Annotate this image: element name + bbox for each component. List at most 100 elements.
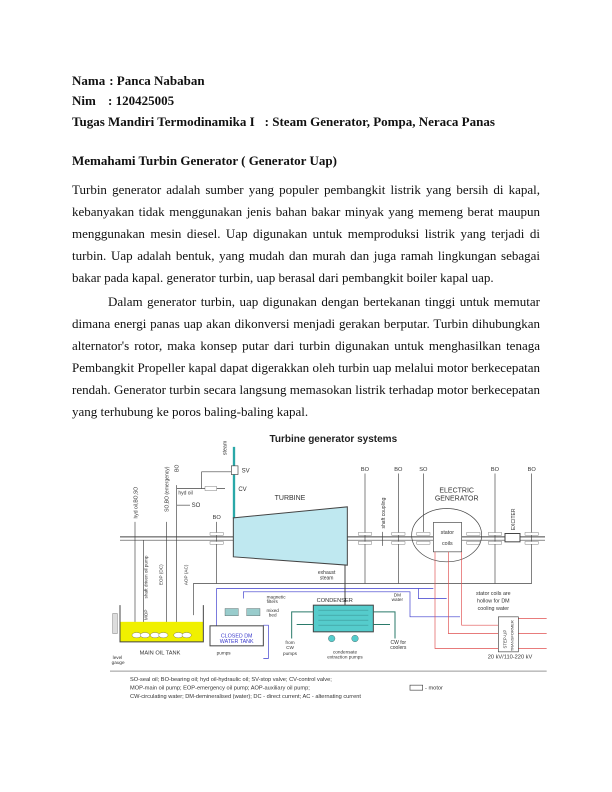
legend-line: CW-circulating water; DM-demineralised (… [130,694,361,700]
oil-pumps [131,632,192,639]
bo-label: BO [213,515,222,521]
bo-label: BO [491,467,500,473]
from-cw-label-2: CW [286,645,294,650]
hyd-bo-so-label: hyd oil,BO,SO [133,487,139,519]
mixed-bed-label: mixed [266,608,279,613]
stator-note-3: cooling water [478,606,510,612]
dm-water-lines [216,588,460,659]
electric-lines [434,551,547,649]
emergency-label: SO,BO (emergency) [164,466,170,512]
exciter-label: EXCITER [511,508,517,530]
voltage-label: 20 kV/110-220 kV [488,655,533,661]
condenser [312,604,374,633]
condenser-label: CONDENSER [317,598,353,604]
mop-label: MOP [143,610,148,621]
main-oil-tank [119,605,204,643]
task-value: : Steam Generator, Pompa, Neraca Panas [264,114,495,129]
nim-label: Nim [72,93,96,108]
motor-icon [409,684,423,691]
stator-note-2: hollow for DM [477,599,510,605]
generator-label: ELECTRIC [439,488,474,495]
mixed-bed-1 [224,608,239,617]
task-line: Tugas Mandiri Termodinamika I : Steam Gen… [72,114,540,130]
main-oil-tank-oil [120,621,204,642]
bo-label: BO [174,464,180,471]
level-label: level [113,655,123,660]
stator-note: stator coils are [476,591,511,597]
paragraph-line: Dalam generator turbin, uap digunakan de… [108,294,540,309]
paragraph-line: rendah. Generator turbin secara langsung… [72,382,540,397]
paragraph-line: alternator's rotor, maka konsep putar da… [72,338,540,353]
stator-coils [433,522,462,553]
extraction-pumps-label: extraction pumps [327,655,363,660]
electric-generator [411,508,482,563]
bearing-lines [193,473,532,616]
task-label: Tugas Mandiri Termodinamika I [72,114,255,129]
nim-value: : 120425005 [108,93,175,108]
eop-label: EOP (DC) [158,564,163,585]
steam-label: steam [223,440,229,455]
stator-label: stator [441,530,455,536]
bo-label: BO [528,467,537,473]
shaft-pump-label: shaft driven oil pump [143,555,148,598]
step-up-label: STEP-UP [503,630,508,649]
condensate-pump [328,635,336,642]
condensate-pump [351,635,359,642]
turbine-generator-diagram: Turbine generator systems steam SV CV hy… [110,434,547,700]
from-cw-label-3: pumps [283,651,298,656]
cw-coolers-label-2: coolers [390,645,407,651]
so-label: SO [192,503,201,509]
coils-label: coils [442,541,453,547]
exhaust-steam-label: steam [320,576,334,582]
from-cw-label: from [285,640,294,645]
closed-dm-water-tank [209,625,264,647]
paragraph-line: bakar pada kapal. generator turbin, uap … [72,270,494,285]
transformer-label: TRANSFORMER [509,620,514,651]
so-label: SO [419,467,428,473]
paragraph-line: dimana energi panas uap akan dikonversi … [72,316,540,331]
turbine [232,506,348,566]
legend-line: SO-seal oil; BO-bearing oil; hyd oil-hyd… [130,677,332,683]
gauge-label: gauge [112,660,125,665]
paragraph-line: yang terhubung ke poros baling-baling ka… [72,404,309,419]
sv-label: SV [242,469,250,475]
dm-water-label: water [392,597,404,602]
cv-actuator [204,486,217,491]
paragraph-line: kebanyakan tidak menggunakan jenis bahan… [72,204,540,219]
closed-dm-label: CLOSED DM [221,634,253,640]
step-up-transformer [498,616,519,653]
aop-label: AOP (AC) [183,564,188,585]
name-label: Nama [72,73,106,88]
mixed-bed-label-2: bed [269,613,277,618]
stop-valve [231,465,239,475]
shaft-coupling-label: shaft coupling [381,497,387,528]
pumps-label: pumps [217,651,232,656]
legend-motor: - motor [425,686,443,692]
cv-label: CV [238,487,246,493]
paragraph-line: Pembangkit Propeller kapal dapat digerak… [72,360,540,375]
exhaust-label: exhaust [318,570,336,576]
diagram-title: Turbine generator systems [270,434,398,445]
condensate-label: condensate [333,650,357,655]
paragraph-line: menggunakan mesin diesel. Uap digunakan … [72,226,540,241]
cw-coolers-label: CW for [391,640,407,646]
paragraph-line: Turbin generator adalah sumber yang popu… [72,182,540,197]
bo-label: BO [394,467,403,473]
bo-label: BO [361,467,370,473]
magnetic-filters-label-2: filters [267,599,279,604]
cw-lines [291,611,396,639]
hyd-oil-label: hyd oil [178,491,192,497]
section-title: Memahami Turbin Generator ( Generator Ua… [72,153,337,168]
oil-lines [134,485,177,632]
paragraph-line: turbin. Uap adalah bentuk, yang mudah da… [72,248,540,263]
name-value: : Panca Nababan [109,73,205,88]
hyd-oil-line [176,471,232,489]
name-line: Nama: Panca Nababan [72,73,540,89]
magnetic-filters-label: magnetic [267,595,287,600]
level-gauge [112,613,118,634]
turbine-label: TURBINE [275,495,306,502]
water-tank-label: WATER TANK [220,639,254,645]
main-oil-tank-label: MAIN OIL TANK [140,651,181,657]
mixed-bed-2 [246,608,261,617]
condenser-tubes [318,610,369,626]
